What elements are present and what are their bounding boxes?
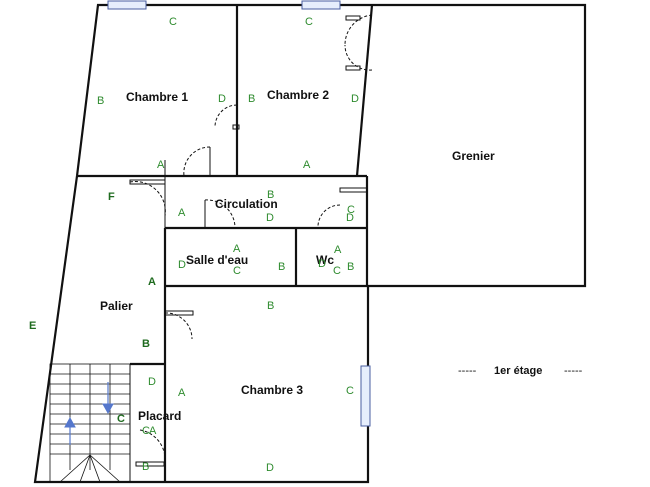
wall-letter: A bbox=[157, 159, 165, 171]
wall-letter: A bbox=[303, 159, 311, 171]
room-label-salle-d-eau: Salle d'eau bbox=[186, 253, 248, 267]
wall-letter: A bbox=[178, 387, 186, 399]
wall-letter: B bbox=[278, 261, 285, 273]
wall-letter-e: E bbox=[29, 320, 36, 332]
staircase bbox=[49, 363, 131, 483]
wall-letter-f: F bbox=[108, 191, 115, 203]
wall-letter: D bbox=[218, 93, 226, 105]
wall-letter: D bbox=[266, 212, 274, 224]
room-label-wc: Wc bbox=[316, 253, 334, 267]
windows bbox=[107, 0, 371, 427]
room-label-chambre-1: Chambre 1 bbox=[126, 90, 188, 104]
wall-letter: B bbox=[248, 93, 255, 105]
legend-level: 1er étage bbox=[494, 365, 542, 377]
wall-letter-a-palier: A bbox=[148, 276, 156, 288]
room-label-palier: Palier bbox=[100, 299, 133, 313]
wall-letter: B bbox=[142, 461, 149, 473]
wall-letter: B bbox=[97, 95, 104, 107]
wall-letter: C bbox=[142, 425, 150, 437]
wall-letter: C bbox=[305, 16, 313, 28]
stair-up-arrow-icon bbox=[64, 416, 76, 445]
wall-letter-c-stair: C bbox=[117, 413, 125, 425]
wall-letter: C bbox=[333, 265, 341, 277]
room-label-placard: Placard bbox=[138, 409, 181, 423]
wall-letter: D bbox=[266, 462, 274, 474]
stair-down-arrow-icon bbox=[102, 382, 114, 415]
wall-letter: D bbox=[351, 93, 359, 105]
wall-letter: B bbox=[347, 261, 354, 273]
wall-letter: A bbox=[233, 243, 241, 255]
wall-letter: D bbox=[346, 212, 354, 224]
doors bbox=[129, 14, 373, 467]
wall-letter: B bbox=[267, 300, 274, 312]
wall-letter: D bbox=[148, 376, 156, 388]
interior-walls bbox=[77, 4, 374, 482]
wall-letter: D bbox=[178, 259, 186, 271]
wall-letter-b-palier: B bbox=[142, 338, 150, 350]
wall-letter: A bbox=[149, 425, 157, 437]
wall-letter: C bbox=[169, 16, 177, 28]
room-label-grenier: Grenier bbox=[452, 149, 495, 163]
wall-letter: C bbox=[346, 385, 354, 397]
legend-dash-right: ----- bbox=[564, 365, 583, 377]
legend-dash-left: ----- bbox=[458, 365, 477, 377]
wall-letter: B bbox=[267, 189, 274, 201]
room-label-chambre-2: Chambre 2 bbox=[267, 88, 329, 102]
outer-walls bbox=[33, 3, 587, 484]
room-label-chambre-3: Chambre 3 bbox=[241, 383, 303, 397]
wall-letter: C bbox=[233, 265, 241, 277]
wall-letter: A bbox=[334, 244, 342, 256]
wall-letter: A bbox=[178, 207, 186, 219]
wall-letters: C C B D B D A A B A D C D A A D C B D C … bbox=[97, 16, 359, 474]
room-label-circulation: Circulation bbox=[215, 197, 278, 211]
wall-letter: C bbox=[347, 204, 355, 216]
wall-letter: D bbox=[318, 258, 326, 270]
